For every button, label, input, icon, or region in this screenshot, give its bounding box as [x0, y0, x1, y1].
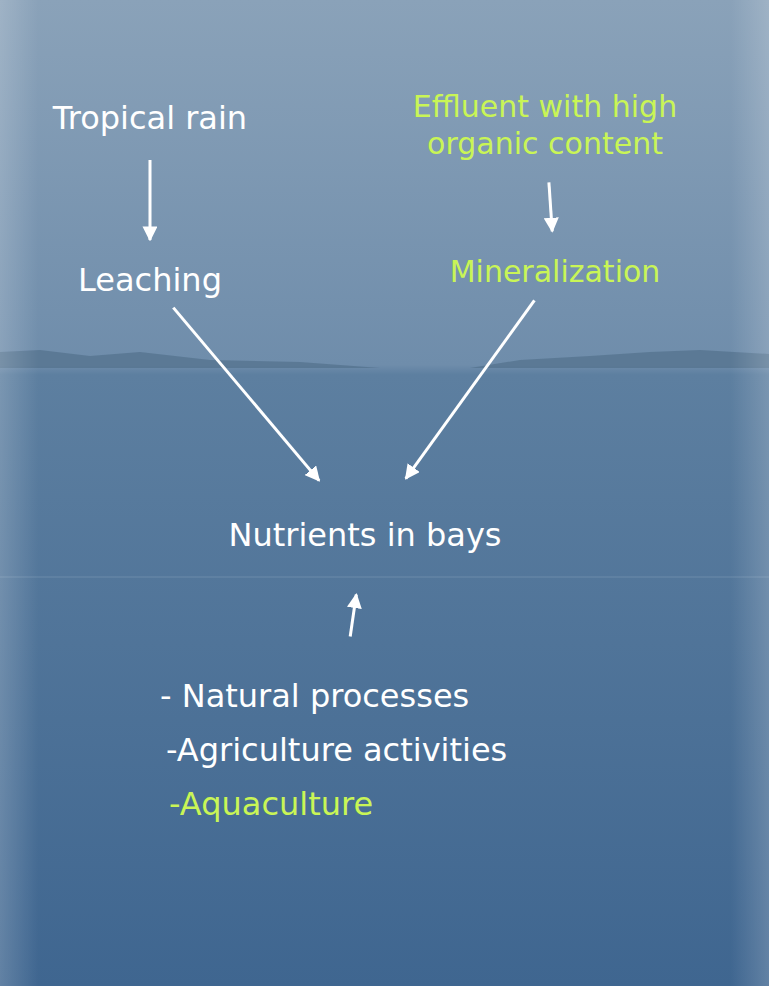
flow-arrow [549, 182, 552, 231]
flow-arrow [148, 160, 151, 240]
source-list: - Natural processes -Agriculture activiti… [160, 676, 507, 824]
node-text: -Agriculture activities [160, 730, 507, 770]
sink-label: Nutrients in bays [228, 515, 501, 555]
process-label: Mineralization [450, 253, 661, 291]
flow-arrow [350, 595, 356, 637]
node-text: Mineralization [450, 253, 661, 291]
flow-arrow [406, 300, 535, 478]
node-text: - Natural processes [160, 676, 507, 716]
node-text: Leaching [78, 260, 222, 300]
node-text: Tropical rain [53, 98, 247, 138]
process-label: Leaching [78, 260, 222, 300]
source-label: Effluent with high organic content [404, 88, 686, 163]
source-label: Tropical rain [53, 98, 247, 138]
flow-arrow [173, 308, 319, 481]
node-text: Effluent with high organic content [404, 88, 686, 163]
node-text: -Aquaculture [160, 784, 507, 824]
node-text: Nutrients in bays [228, 515, 501, 555]
